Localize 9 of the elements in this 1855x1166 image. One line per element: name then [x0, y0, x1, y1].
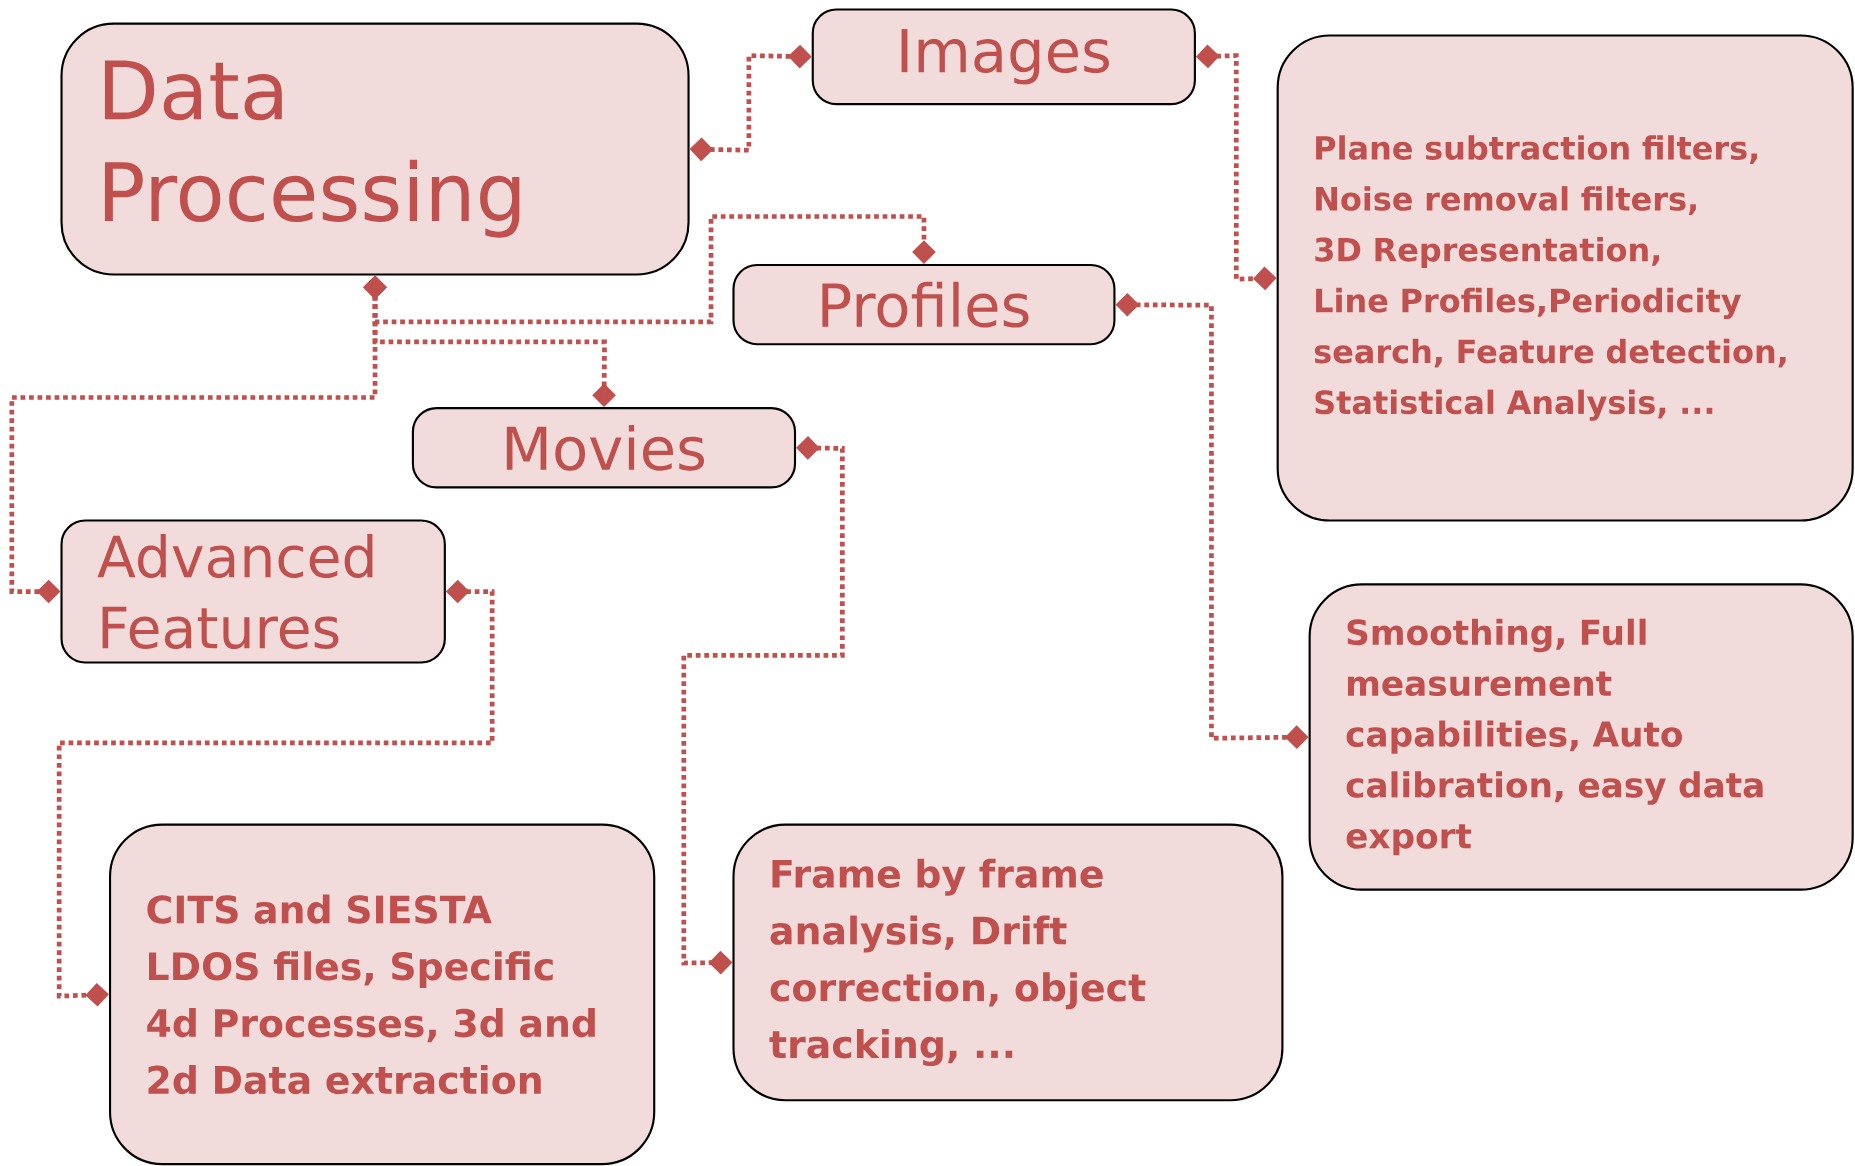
category-box: Movies	[411, 406, 797, 489]
category-box: Images	[811, 8, 1196, 105]
description-box: Plane subtraction filters, Noise removal filters, 3D Representation, Line Profiles,Periodicity search, Feature detection, Statistical Analysis, ...	[1276, 34, 1854, 522]
title-box: Data Processing	[60, 22, 690, 276]
description-box: Frame by frame analysis, Drift correction, object tracking, ...	[732, 823, 1284, 1102]
category-box: Profiles	[732, 263, 1116, 346]
category-box: Advanced Features	[60, 519, 446, 664]
description-box: CITS and SIESTA LDOS files, Specific 4d Processes, 3d and 2d Data extraction	[108, 823, 656, 1165]
description-box: Smoothing, Full measurement capabilities, Auto calibration, easy data export	[1308, 583, 1854, 891]
